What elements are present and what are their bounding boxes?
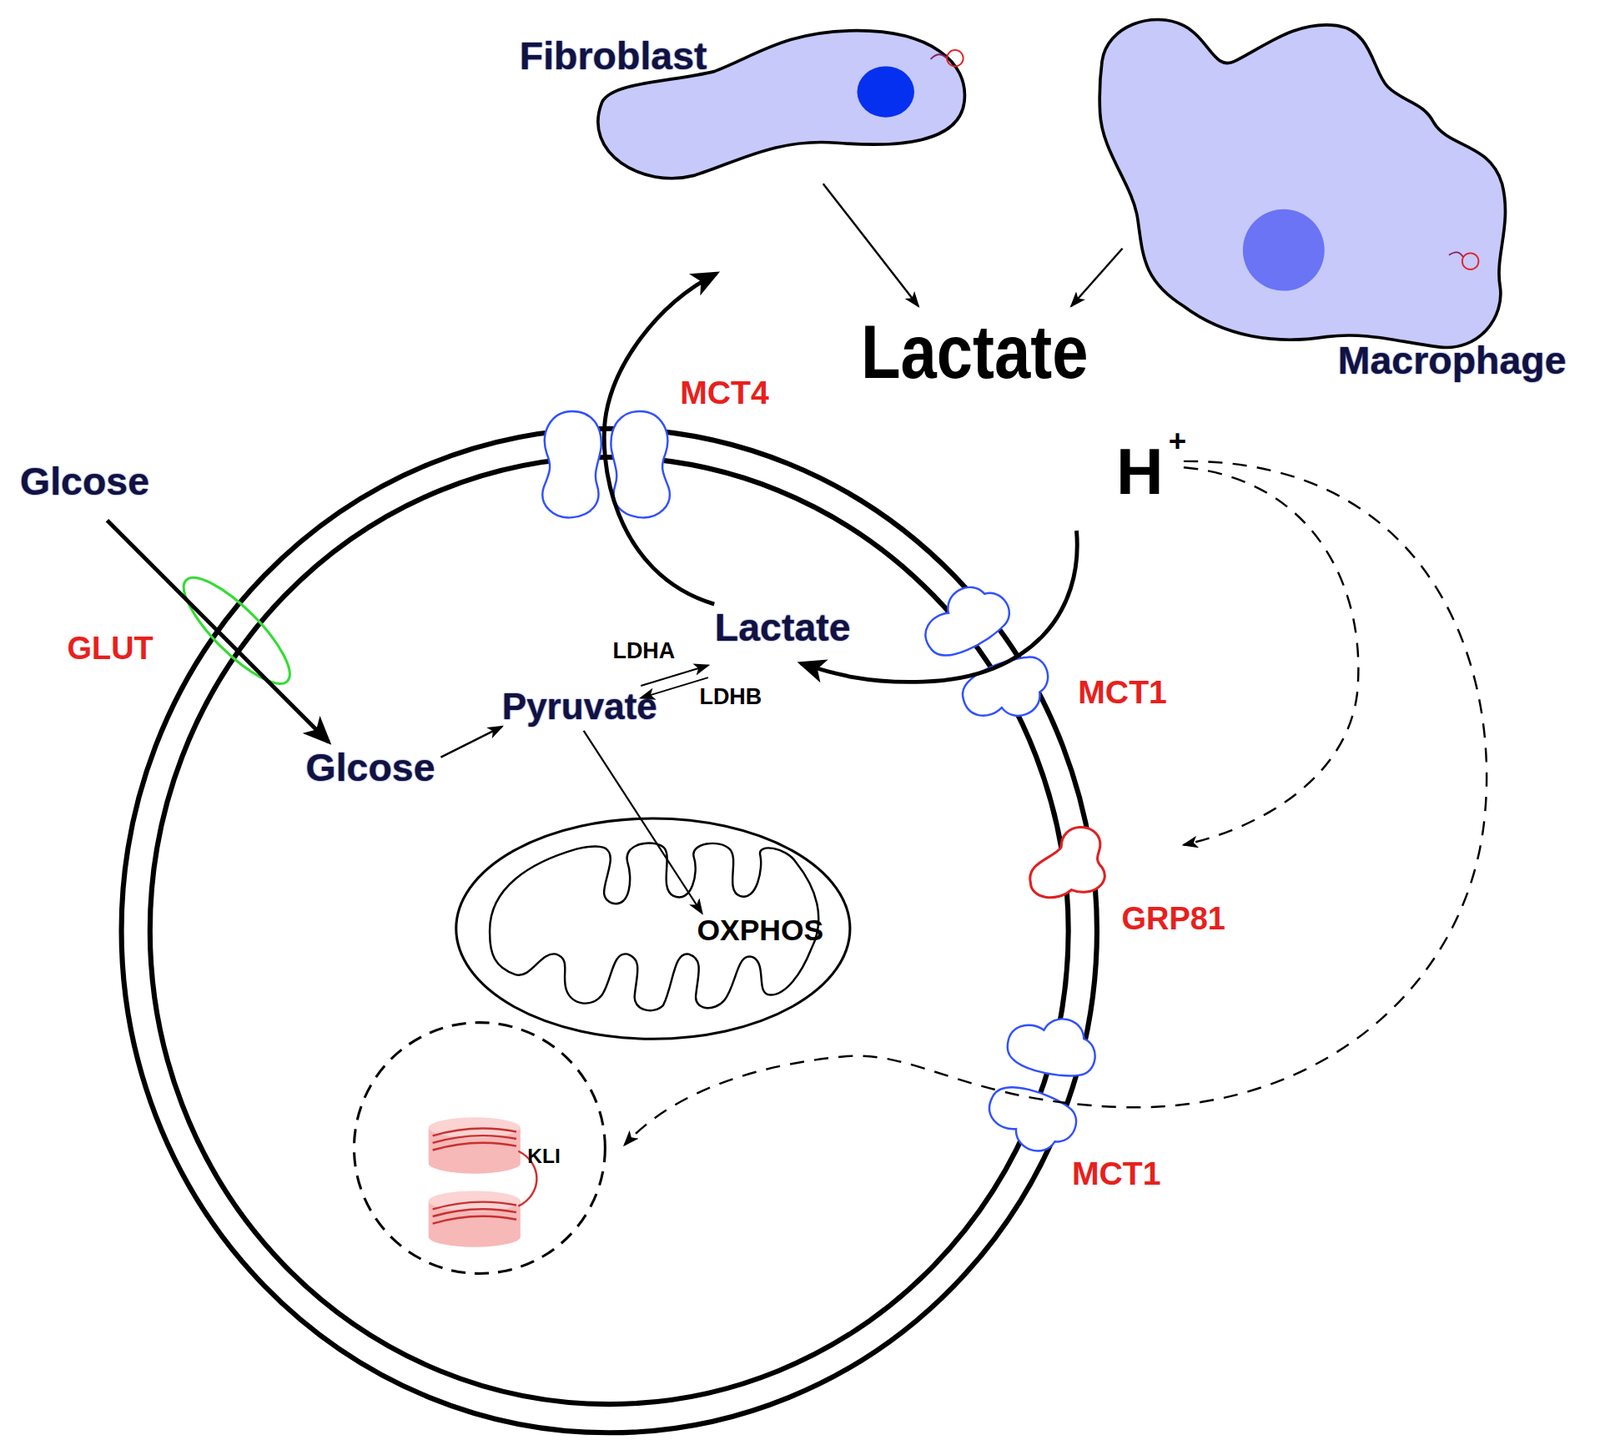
mct4-transporter xyxy=(542,411,601,518)
dna-wrap xyxy=(432,1208,517,1217)
cell-membrane-outer xyxy=(121,428,1097,1434)
macrophage-body xyxy=(1099,19,1505,348)
enzyme-label: LDHB xyxy=(699,685,762,709)
transporter-label: MCT4 xyxy=(679,376,770,409)
process-label: OXPHOS xyxy=(696,915,824,946)
dna-wrap xyxy=(432,1128,517,1137)
dna-wrap xyxy=(432,1202,517,1210)
receptor-loop xyxy=(1462,252,1480,270)
receptor-loop xyxy=(1449,251,1464,257)
transporter-label: MCT1 xyxy=(1071,1157,1162,1190)
macrophage-nucleus xyxy=(1242,209,1325,292)
charge-label: + xyxy=(1168,425,1187,457)
metabolite-label: Glcose xyxy=(306,748,436,787)
cell-label: Macrophage xyxy=(1338,341,1567,380)
mitochondrion-membrane xyxy=(456,818,851,1039)
histone-label: KLI xyxy=(527,1146,560,1167)
mitochondrion: OXPHOS xyxy=(453,816,852,1042)
grp81-receptor xyxy=(1030,826,1106,897)
metabolite-heading: Lactate xyxy=(860,314,1089,391)
receptor-label: GRP81 xyxy=(1122,902,1226,935)
lactate-import-arrow xyxy=(800,530,1077,682)
lactate-pool: Lactate xyxy=(846,306,1102,398)
nuclear-envelope xyxy=(353,1022,605,1274)
mct1-transporter xyxy=(955,645,1060,736)
cell-label: Fibroblast xyxy=(519,36,708,76)
nucleus-outline xyxy=(352,1020,608,1276)
mct1-transporter xyxy=(981,1080,1082,1159)
receptor-loop xyxy=(930,54,948,60)
macrophage-outline xyxy=(1122,15,1506,353)
lactate-export-arrow xyxy=(603,273,716,604)
transporter-label: GLUT xyxy=(67,632,154,665)
metabolite-label: Pyruvate xyxy=(502,689,658,726)
dna-wrap xyxy=(432,1135,517,1143)
ldha-arrow xyxy=(640,665,709,686)
metabolite-label: Glcose xyxy=(20,462,150,501)
metabolite-label: Lactate xyxy=(714,608,851,647)
lactate-source-arrow xyxy=(1071,248,1123,307)
glut-transporter xyxy=(170,563,303,697)
mct4-transporter xyxy=(610,411,670,518)
fibroblast-nucleus xyxy=(856,66,914,118)
macrophage-cell: Macrophage xyxy=(1122,15,1506,353)
fibroblast-cell: Fibroblast xyxy=(589,28,965,184)
transporter-label: MCT1 xyxy=(1077,675,1168,709)
mct1-transporter xyxy=(1002,1006,1103,1085)
mct1-transporter xyxy=(912,573,1017,665)
dna-wrap xyxy=(432,1216,517,1224)
dna-wrap xyxy=(432,1142,517,1151)
receptor-loop xyxy=(946,50,964,67)
glucose-import-arrow xyxy=(106,520,328,742)
enzyme-label: LDHA xyxy=(612,639,675,663)
cell-membrane-inner xyxy=(150,457,1069,1404)
signal-dashed-arrow xyxy=(624,461,1488,1146)
signal-dashed-arrow xyxy=(1183,467,1359,846)
nucleus: KLI xyxy=(352,1020,608,1276)
lactate-source-arrow xyxy=(823,183,919,307)
glycolysis-arrow xyxy=(440,726,502,758)
ion-label: H xyxy=(1116,438,1164,504)
